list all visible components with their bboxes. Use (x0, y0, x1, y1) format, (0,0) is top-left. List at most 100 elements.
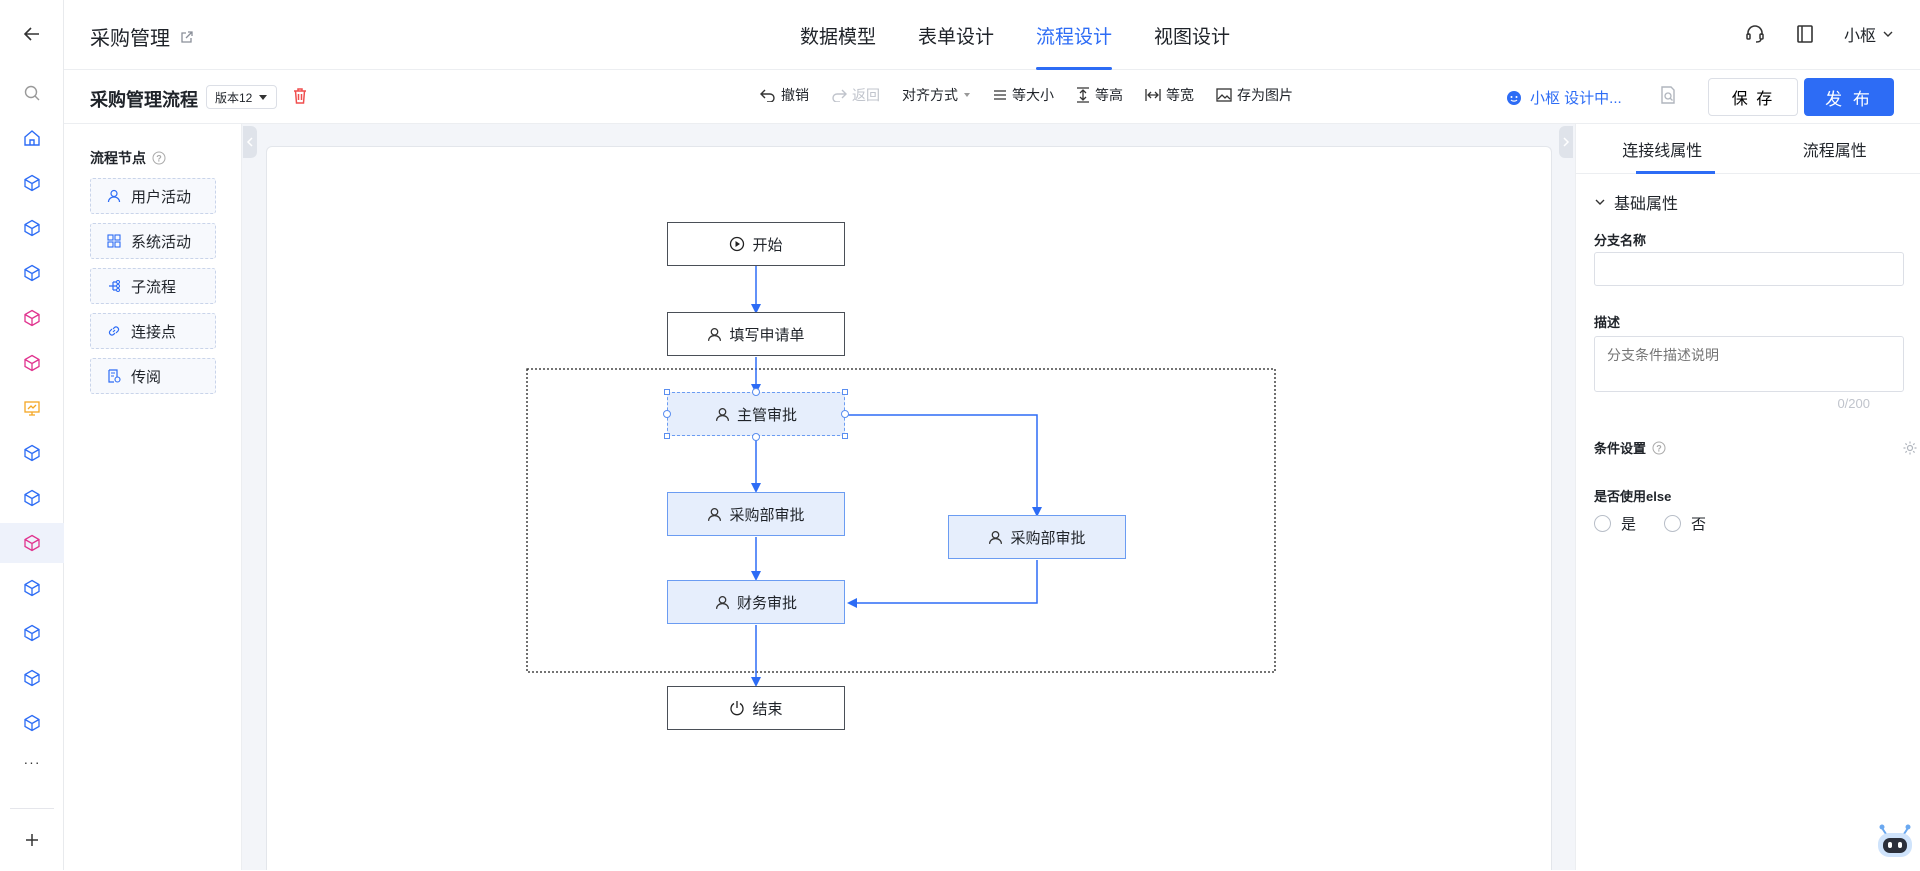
back-arrow-icon[interactable] (0, 14, 64, 54)
resize-handle[interactable] (664, 389, 670, 395)
version-label: 版本12 (215, 89, 252, 106)
branch-name-input[interactable] (1594, 252, 1904, 286)
redo-button[interactable]: 返回 (831, 85, 880, 105)
image-icon (1216, 88, 1232, 102)
section-basic-properties[interactable]: 基础属性 (1594, 190, 1678, 214)
cube-icon[interactable] (0, 523, 64, 563)
node-label: 填写申请单 (729, 324, 804, 345)
assistant-bot-icon[interactable] (1874, 820, 1916, 860)
section-title: 基础属性 (1614, 190, 1678, 214)
node-manager-approve[interactable]: 主管审批 (667, 392, 845, 436)
flow-canvas[interactable]: 开始 填写申请单 主管审批 采购部审批 采购部审批 财务审批 结束 (266, 146, 1552, 870)
tab-flow-properties[interactable]: 流程属性 (1749, 124, 1920, 173)
search-icon[interactable] (0, 73, 64, 113)
undo-button[interactable]: 撤销 (760, 85, 809, 105)
cube-icon[interactable] (0, 703, 64, 743)
same-width-icon (1145, 88, 1161, 102)
radio-circle[interactable] (1594, 515, 1611, 532)
radio-yes[interactable]: 是 (1594, 513, 1636, 534)
node-label: 主管审批 (737, 404, 797, 425)
redo-icon (831, 88, 847, 102)
save-button[interactable]: 保 存 (1708, 78, 1798, 116)
cube-icon[interactable] (0, 298, 64, 338)
node-label: 开始 (752, 234, 782, 255)
cube-icon[interactable] (0, 433, 64, 473)
home-icon[interactable] (0, 118, 64, 158)
same-height-button[interactable]: 等高 (1076, 85, 1123, 105)
user-name: 小枢 (1844, 22, 1876, 46)
ai-status[interactable]: 小枢 设计中... (1506, 87, 1622, 108)
radio-yes-label: 是 (1621, 513, 1636, 534)
resize-handle[interactable] (842, 433, 848, 439)
screen-icon[interactable] (0, 388, 64, 428)
tab-data-model[interactable]: 数据模型 (779, 0, 897, 70)
node-label: 采购部审批 (729, 504, 804, 525)
save-image-button[interactable]: 存为图片 (1216, 85, 1293, 105)
delete-icon[interactable] (292, 87, 308, 105)
support-icon[interactable] (1744, 23, 1766, 45)
tab-edge-properties[interactable]: 连接线属性 (1576, 124, 1749, 173)
tab-form-design[interactable]: 表单设计 (897, 0, 1015, 70)
palette-item-user-activity[interactable]: 用户活动 (90, 178, 216, 214)
node-purchase-approve-2[interactable]: 采购部审批 (948, 515, 1126, 559)
node-finance-approve[interactable]: 财务审批 (667, 580, 845, 624)
cube-icon[interactable] (0, 253, 64, 293)
connect-handle-right[interactable] (841, 410, 849, 418)
palette-item-system-activity[interactable]: 系统活动 (90, 223, 216, 259)
resize-handle[interactable] (842, 389, 848, 395)
palette-item-label: 子流程 (131, 276, 176, 297)
connect-handle-left[interactable] (663, 410, 671, 418)
same-width-button[interactable]: 等宽 (1145, 85, 1194, 105)
condition-settings: 条件设置 ? (1594, 438, 1904, 457)
description-textarea[interactable] (1594, 336, 1904, 392)
node-end[interactable]: 结束 (667, 686, 845, 730)
same-height-label: 等高 (1095, 85, 1123, 105)
node-label: 财务审批 (737, 592, 797, 613)
svg-text:?: ? (156, 154, 162, 164)
external-link-icon[interactable] (180, 30, 194, 44)
publish-button[interactable]: 发 布 (1804, 78, 1894, 116)
palette-item-label: 用户活动 (131, 186, 191, 207)
same-size-label: 等大小 (1012, 85, 1054, 105)
cube-icon[interactable] (0, 343, 64, 383)
palette-item-connector[interactable]: 连接点 (90, 313, 216, 349)
palette-item-circulate[interactable]: 传阅 (90, 358, 216, 394)
radio-circle[interactable] (1664, 515, 1681, 532)
node-fill-request[interactable]: 填写申请单 (667, 312, 845, 356)
resize-handle[interactable] (664, 433, 670, 439)
connect-handle-bottom[interactable] (752, 433, 760, 441)
palette-item-subflow[interactable]: 子流程 (90, 268, 216, 304)
user-icon (988, 530, 1003, 545)
node-start[interactable]: 开始 (667, 222, 845, 266)
cube-icon[interactable] (0, 208, 64, 248)
align-dropdown[interactable]: 对齐方式 (902, 85, 971, 105)
cube-icon[interactable] (0, 613, 64, 653)
collapse-left-handle[interactable] (243, 126, 257, 158)
chevron-down-icon (1882, 28, 1894, 40)
save-image-label: 存为图片 (1237, 85, 1293, 105)
document-search-icon[interactable] (1659, 85, 1677, 105)
palette-item-label: 传阅 (131, 366, 161, 387)
cube-icon[interactable] (0, 163, 64, 203)
tab-flow-design[interactable]: 流程设计 (1015, 0, 1133, 70)
connect-handle-top[interactable] (752, 388, 760, 396)
node-purchase-approve-1[interactable]: 采购部审批 (667, 492, 845, 536)
more-icon[interactable]: ··· (0, 742, 64, 782)
book-icon[interactable] (1796, 24, 1814, 44)
plus-icon[interactable] (0, 820, 64, 860)
radio-no[interactable]: 否 (1664, 513, 1706, 534)
properties-panel: 连接线属性 流程属性 基础属性 分支名称 描述 0/200 条件设置 ? 是否使… (1575, 124, 1920, 870)
user-menu[interactable]: 小枢 (1844, 22, 1894, 46)
user-icon (715, 407, 730, 422)
top-header: 采购管理 数据模型 表单设计 流程设计 视图设计 小枢 (64, 0, 1920, 70)
same-size-button[interactable]: 等大小 (993, 85, 1054, 105)
version-select[interactable]: 版本12 (206, 85, 277, 109)
caret-down-icon (963, 91, 971, 99)
cube-icon[interactable] (0, 478, 64, 518)
tab-view-design[interactable]: 视图设计 (1133, 0, 1251, 70)
collapse-right-handle[interactable] (1559, 126, 1573, 158)
play-circle-icon (729, 236, 745, 252)
power-icon (729, 700, 745, 716)
cube-icon[interactable] (0, 658, 64, 698)
cube-icon[interactable] (0, 568, 64, 608)
